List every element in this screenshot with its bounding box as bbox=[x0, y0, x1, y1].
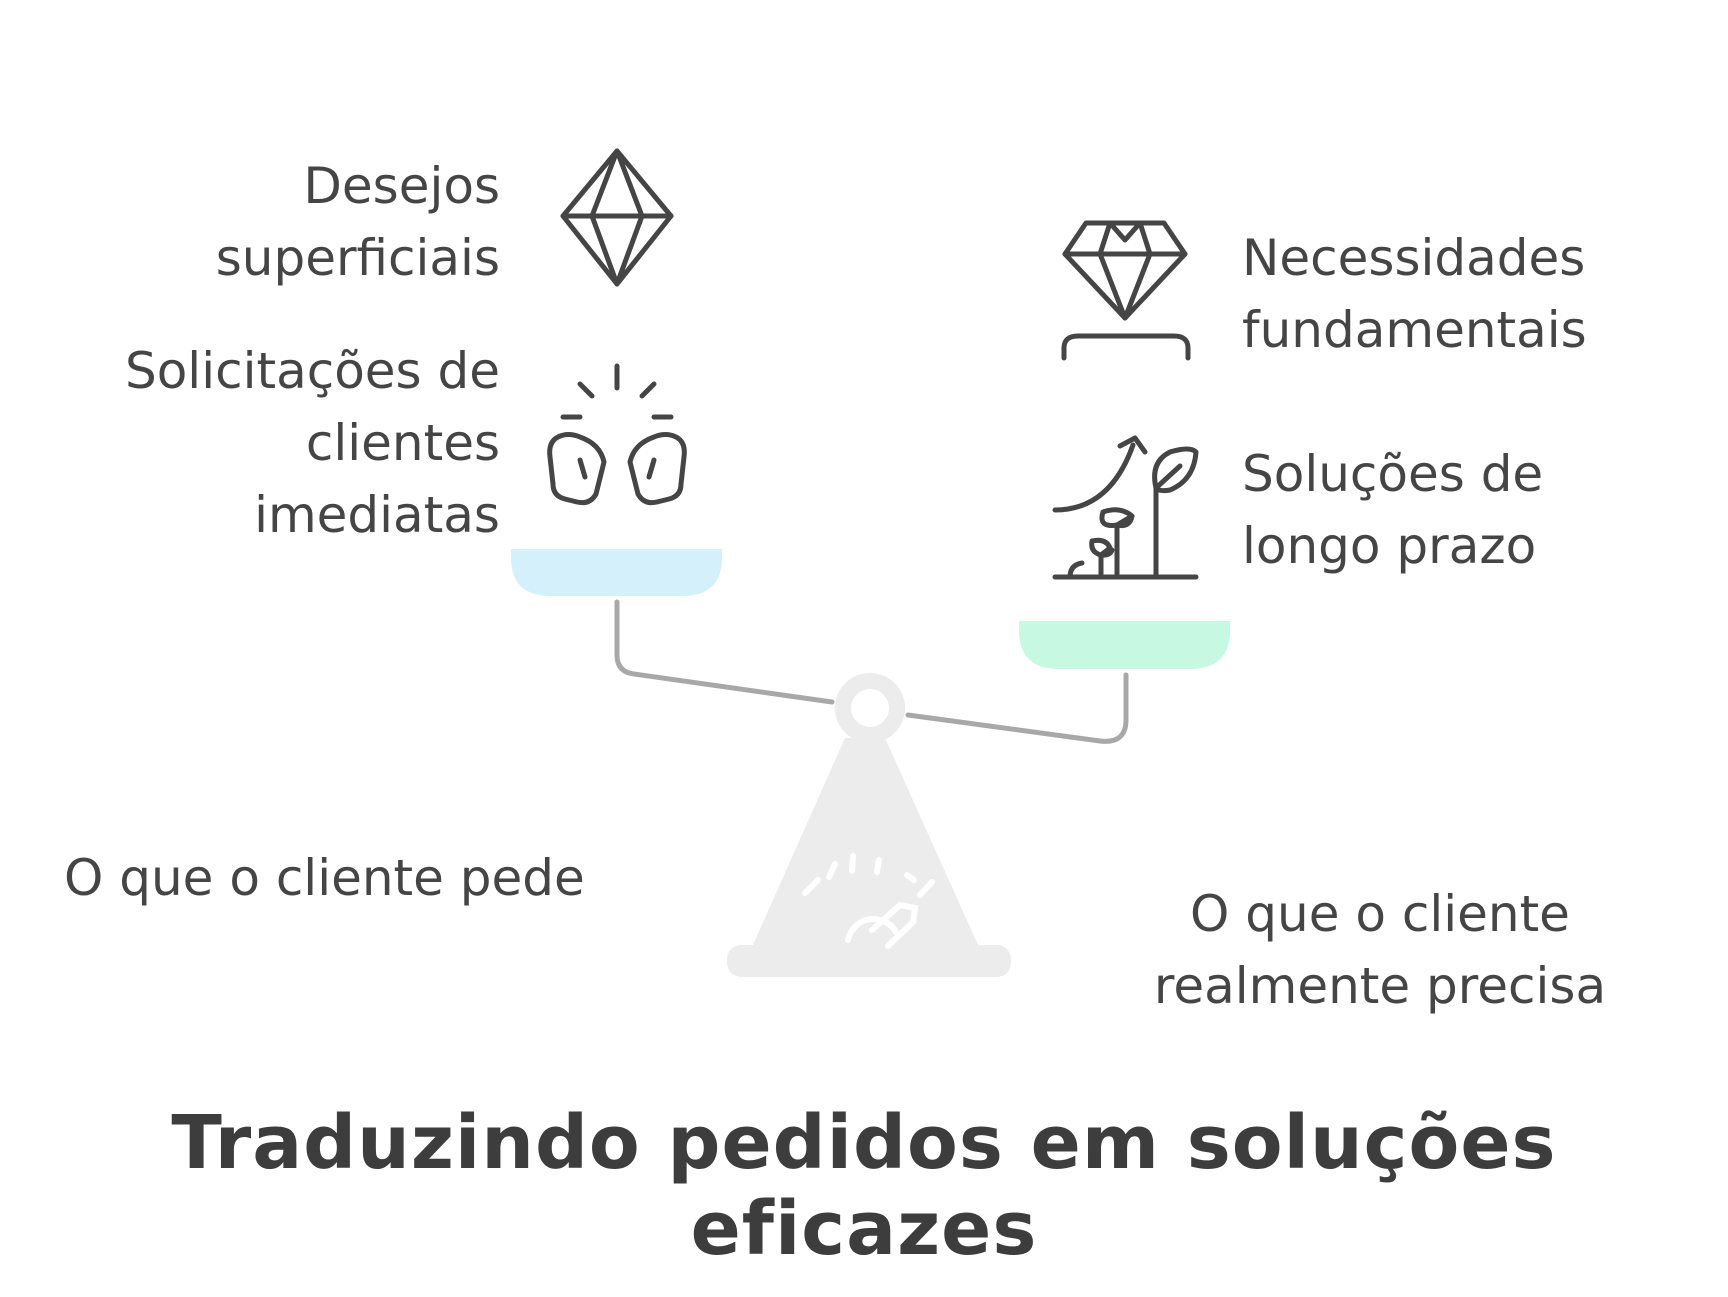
gem-on-pedestal-icon bbox=[1061, 220, 1191, 361]
right-pan bbox=[1019, 621, 1230, 669]
scale-stand bbox=[727, 738, 1011, 977]
scale-beam bbox=[614, 599, 1129, 744]
boxing-gloves-icon bbox=[547, 363, 687, 506]
left-caption: O que o cliente pede bbox=[64, 849, 585, 907]
diagram-title: Traduzindo pedidos em soluções eficazes bbox=[171, 1100, 1557, 1272]
diamond-crystal-icon bbox=[560, 148, 674, 287]
growth-plant-icon bbox=[1052, 435, 1199, 580]
left-pan bbox=[511, 549, 722, 596]
left-item-desejos-label: Desejos superficiais bbox=[215, 157, 500, 287]
left-item-solicitacoes-label: Solicitações de clientes imediatas bbox=[124, 342, 500, 544]
right-item-necessidades-label: Necessidades fundamentais bbox=[1242, 229, 1587, 359]
right-caption: O que o cliente realmente precisa bbox=[1153, 885, 1607, 1015]
right-item-solucoes-label: Soluções de longo prazo bbox=[1242, 445, 1544, 575]
pivot-circle bbox=[835, 673, 905, 743]
